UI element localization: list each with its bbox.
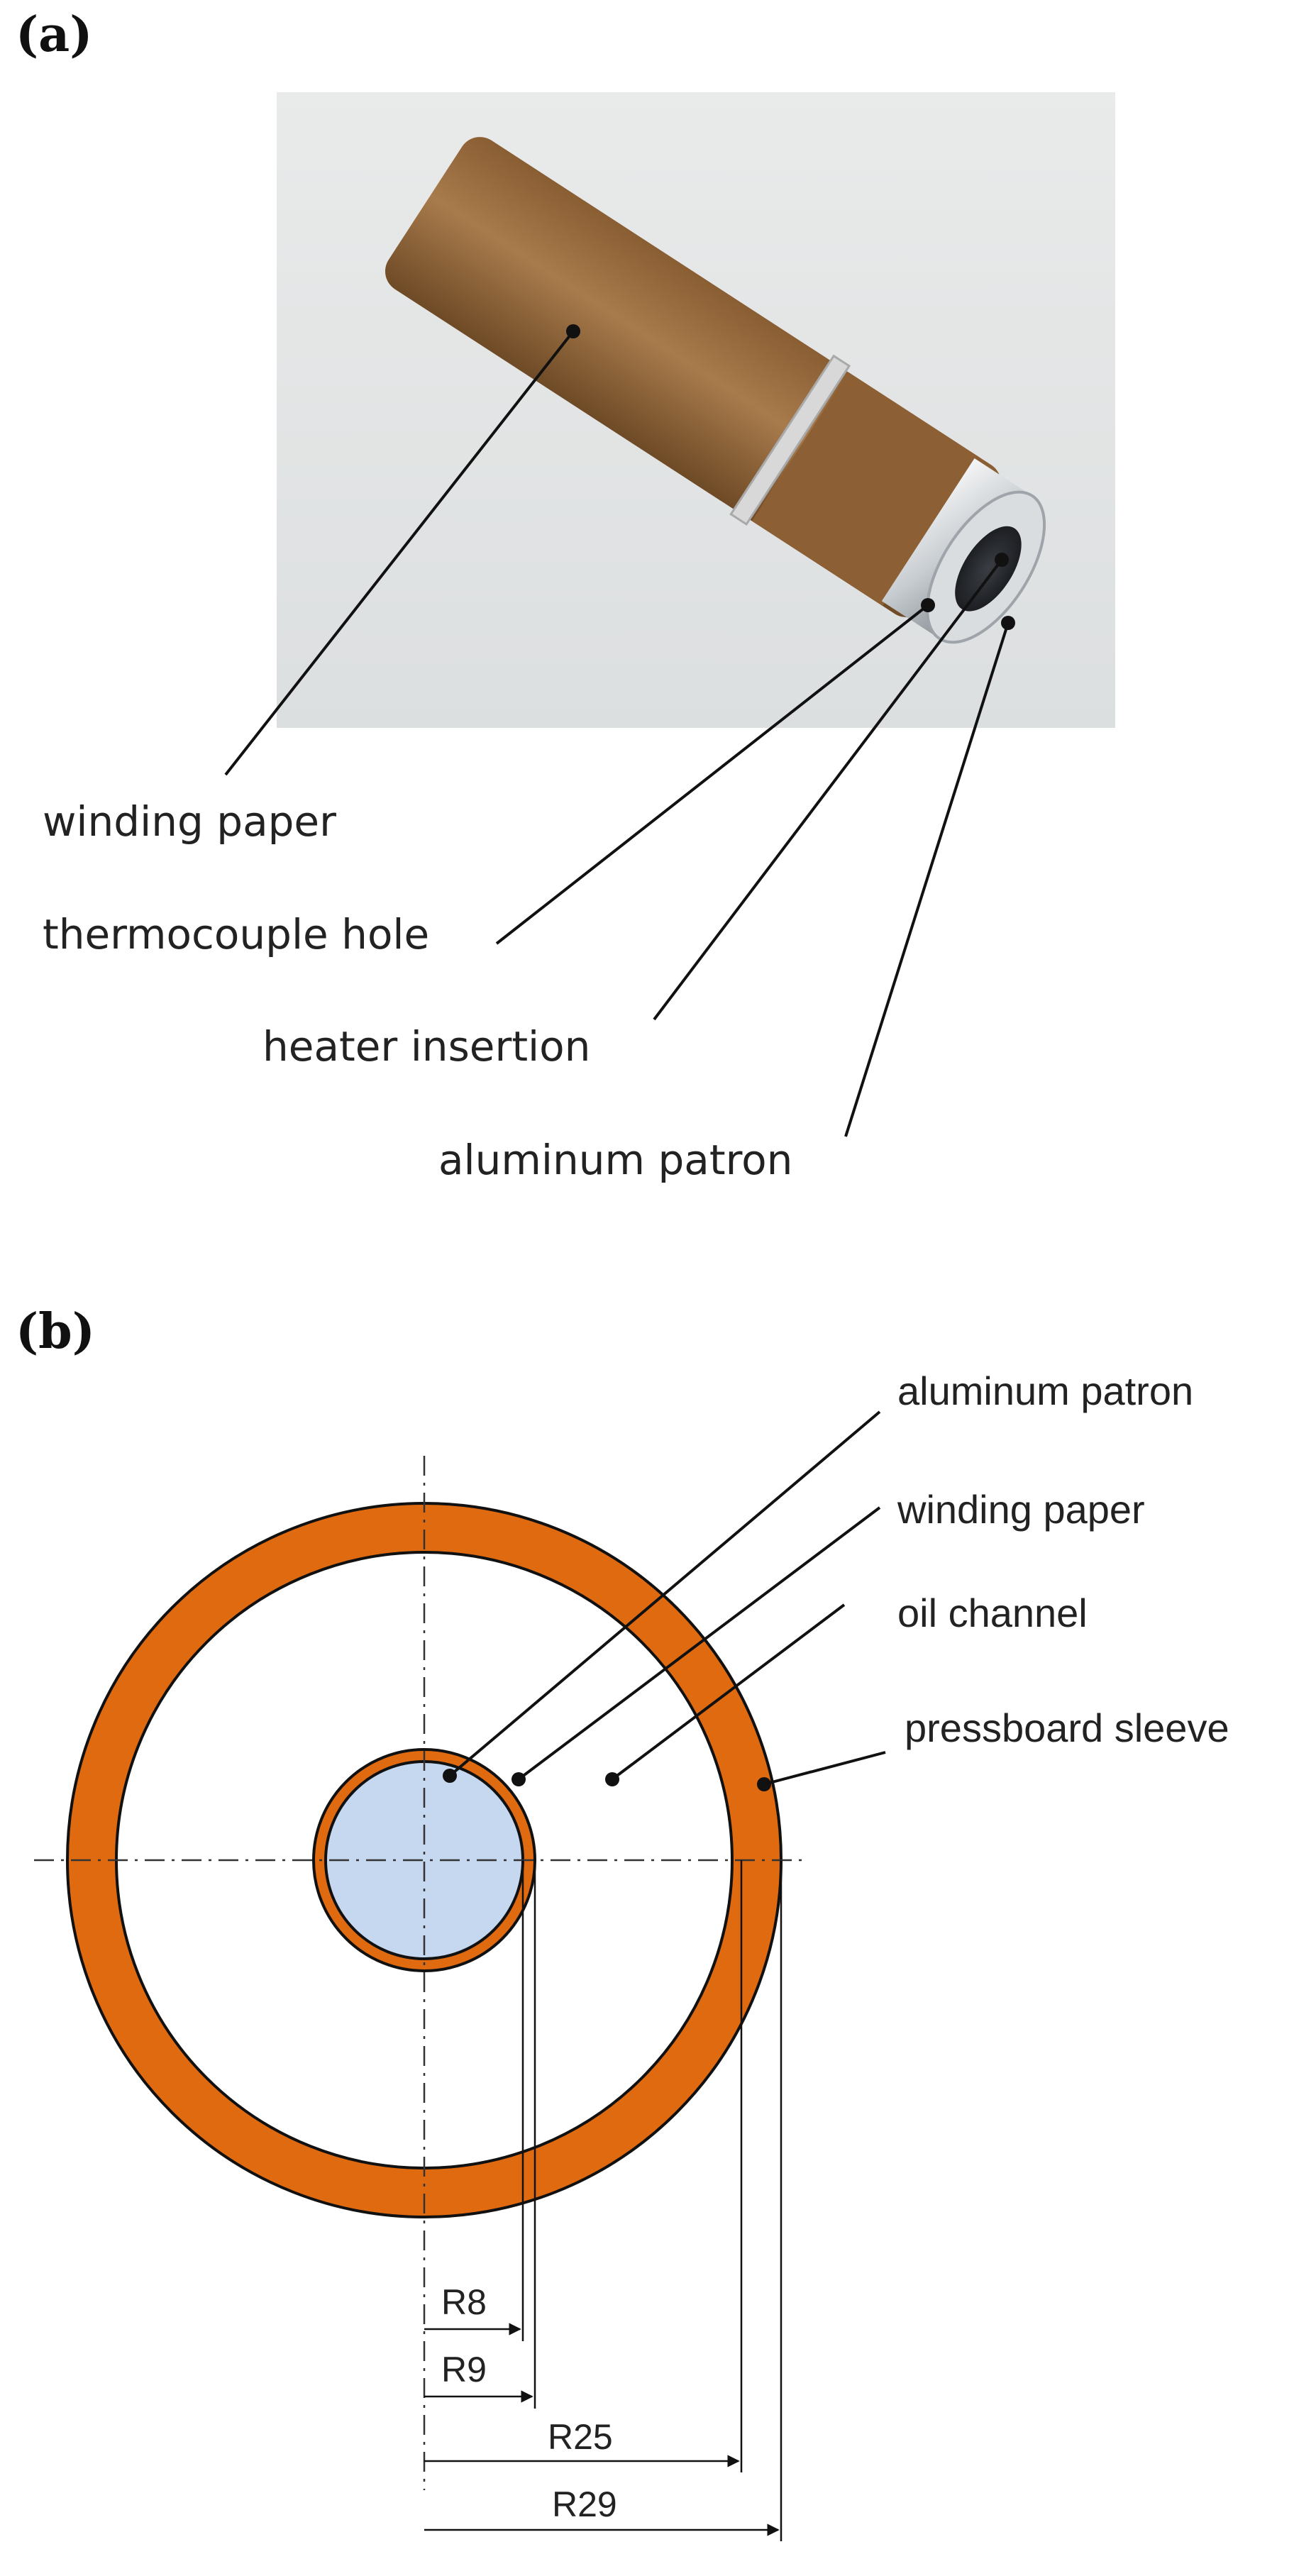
label-heater-insertion: heater insertion [262,1022,590,1071]
label-winding-paper: winding paper [43,797,336,846]
label-aluminum-patron-b: aluminum patron [897,1369,1193,1413]
panel-b-label: (b) [16,1303,95,1360]
leader-oil-channel [611,1603,846,1781]
dimension-lines [424,1860,783,2541]
photo-aluminum-patron-sample [277,92,1115,728]
panel-a-label: (a) [16,6,92,63]
label-winding-paper-b: winding paper [897,1487,1145,1532]
dimension-label-r8: R8 [441,2282,487,2322]
dimension-label-r9: R9 [441,2350,487,2389]
cylinder-sample [385,137,1046,644]
leader-pressboard-sleeve [763,1751,886,1786]
dimension-label-r25: R25 [548,2417,613,2457]
leader-winding-paper [224,330,575,776]
dimension-label-r29: R29 [552,2484,617,2524]
leader-winding-paper-b [517,1506,881,1781]
cross-section-diagram [34,1456,803,2490]
leader-aluminum-patron [844,622,1010,1137]
paper-edge [751,372,980,607]
label-pressboard-sleeve: pressboard sleeve [905,1706,1229,1750]
leader-aluminum-patron-b [448,1410,881,1777]
label-aluminum-patron-photo: aluminum patron [438,1136,792,1184]
metal-band [729,354,851,526]
heater-hole [955,526,1022,612]
label-thermocouple-hole: thermocouple hole [43,910,429,958]
label-oil-channel: oil channel [897,1591,1088,1635]
leader-thermocouple-hole [495,604,929,945]
leader-heater-insertion [653,558,1003,1021]
